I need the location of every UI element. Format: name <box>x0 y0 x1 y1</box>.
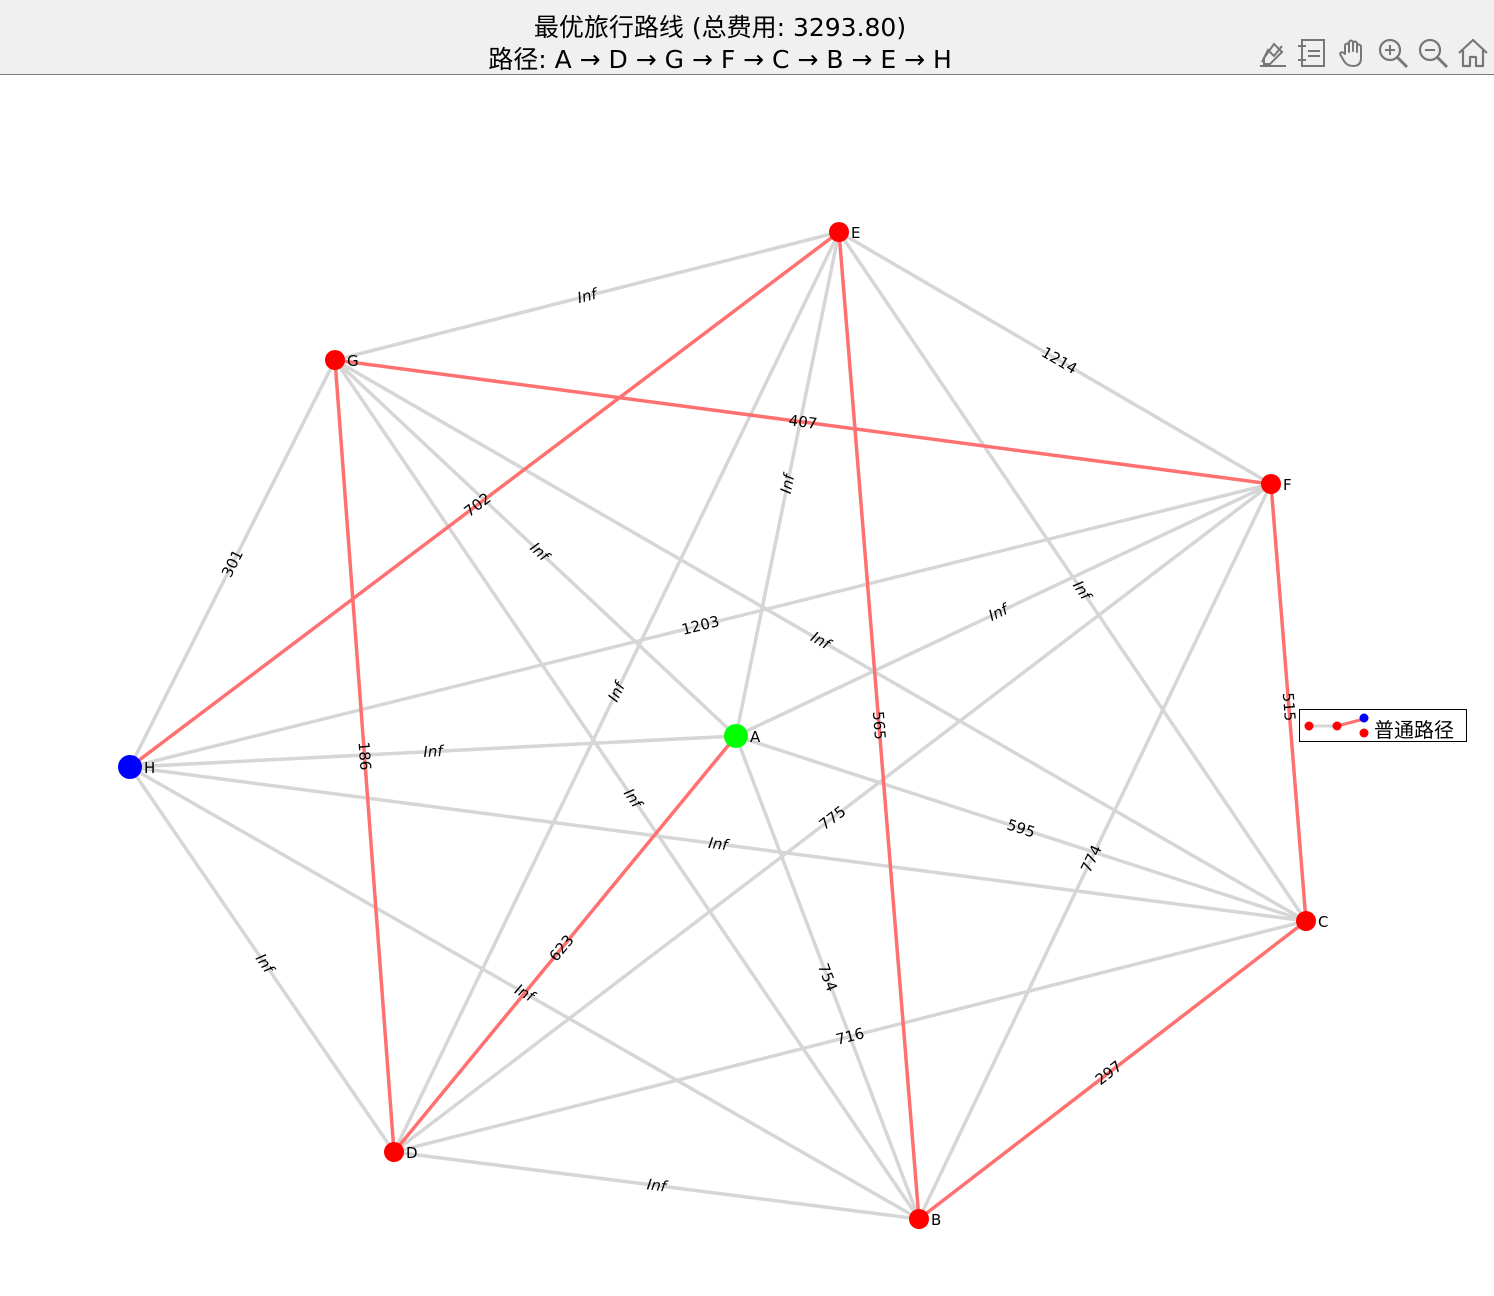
legend[interactable]: 普通路径 <box>1299 709 1467 742</box>
edge-E-D <box>392 231 841 1153</box>
edge-label-H-A: Inf <box>423 742 446 761</box>
node-label-A: A <box>750 728 761 746</box>
node-label-C: C <box>1318 913 1328 931</box>
node-H <box>118 755 142 779</box>
edge-label-G-F: 407 <box>788 411 819 433</box>
edge-label-E-C: Inf <box>1069 577 1096 605</box>
edge-E-A <box>734 231 841 737</box>
edge-E-F <box>838 230 1272 486</box>
pan-hand-icon <box>1339 39 1362 67</box>
edge-H-C <box>129 765 1307 923</box>
edge-F-A <box>735 482 1272 738</box>
node-label-G: G <box>347 352 359 370</box>
edge-E-G <box>334 230 840 362</box>
node-label-E: E <box>851 224 860 242</box>
edge-F-H <box>129 482 1272 769</box>
edge-label-H-C: Inf <box>707 834 731 855</box>
node-label-D: D <box>406 1144 418 1162</box>
route-edge-E-H <box>128 230 841 769</box>
node-F <box>1261 474 1281 494</box>
route-edge-A-D <box>392 734 738 1154</box>
node-label-F: F <box>1283 476 1292 494</box>
edge-A-C <box>735 734 1307 923</box>
edge-label-D-G: 186 <box>354 741 374 771</box>
node-D <box>384 1142 404 1162</box>
edge-label-D-C: 716 <box>834 1024 866 1048</box>
figure-subtitle-route: 路径: A → D → G → F → C → B → E → H <box>488 45 952 74</box>
route-edge-B-E <box>837 231 921 1220</box>
edit-plot-icon <box>1260 42 1286 67</box>
pan-button[interactable] <box>1334 34 1372 72</box>
figure-title: 最优旅行路线 (总费用: 3293.80) <box>533 13 907 42</box>
edge-label-F-H: 1203 <box>680 612 721 639</box>
edge-label-F-A: Inf <box>986 599 1014 625</box>
node-E <box>829 222 849 242</box>
edge-label-A-C: 595 <box>1005 816 1038 842</box>
edge-H-D <box>128 766 396 1153</box>
node-G <box>325 350 345 370</box>
zoom-in-button[interactable] <box>1374 34 1412 72</box>
edge-G-C <box>334 358 1307 923</box>
edge-H-A <box>129 734 737 769</box>
edge-D-B <box>393 1150 920 1221</box>
edge-label-A-B: 754 <box>814 961 841 994</box>
route-edge-D-G <box>333 359 396 1153</box>
node-A <box>724 724 748 748</box>
normal-edges-layer <box>128 230 1308 1221</box>
legend-toggle-button[interactable] <box>1294 34 1332 72</box>
node-B <box>909 1209 929 1229</box>
figure-toolbar <box>1254 34 1492 72</box>
route-edge-G-F <box>334 358 1272 486</box>
edge-A-B <box>734 735 921 1220</box>
edge-label-D-B: Inf <box>646 1175 670 1196</box>
edge-G-A <box>333 358 738 738</box>
route-edge-F-C <box>1269 483 1308 922</box>
path-edges-layer <box>128 230 1308 1221</box>
edge-G-H <box>128 359 337 768</box>
edge-D-C <box>393 919 1307 1154</box>
legend-label: 普通路径 <box>1374 718 1454 742</box>
edge-label-E-F: 1214 <box>1038 343 1080 378</box>
figure-title-bar: 最优旅行路线 (总费用: 3293.80) 路径: A → D → G → F … <box>0 0 1494 75</box>
nodes-layer: A B C D E F G H <box>118 222 1328 1229</box>
edge-label-G-H: 301 <box>218 547 247 581</box>
node-C <box>1296 911 1316 931</box>
edge-F-D <box>392 482 1273 1154</box>
legend-toggle-icon <box>1298 39 1325 67</box>
edge-label-E-D: Inf <box>604 677 630 705</box>
edge-label-H-D: Inf <box>252 950 279 978</box>
node-label-H: H <box>144 759 155 777</box>
node-label-B: B <box>931 1211 941 1229</box>
home-button[interactable] <box>1454 34 1492 72</box>
edit-plot-button[interactable] <box>1254 34 1292 72</box>
edge-label-B-E: 565 <box>869 710 889 740</box>
edge-label-G-C: Inf <box>808 628 836 655</box>
edge-label-G-B: Inf <box>620 785 647 813</box>
edge-label-E-A: Inf <box>777 470 799 495</box>
edge-label-F-C: 515 <box>1279 692 1299 722</box>
edge-label-E-G: Inf <box>575 284 601 307</box>
legend-marker-icon <box>1304 713 1369 738</box>
zoom-out-button[interactable] <box>1414 34 1452 72</box>
edge-G-B <box>333 359 921 1220</box>
zoom-out-icon <box>1418 38 1449 69</box>
route-edge-C-B <box>917 919 1308 1221</box>
home-icon <box>1458 38 1488 68</box>
zoom-in-icon <box>1378 38 1409 69</box>
